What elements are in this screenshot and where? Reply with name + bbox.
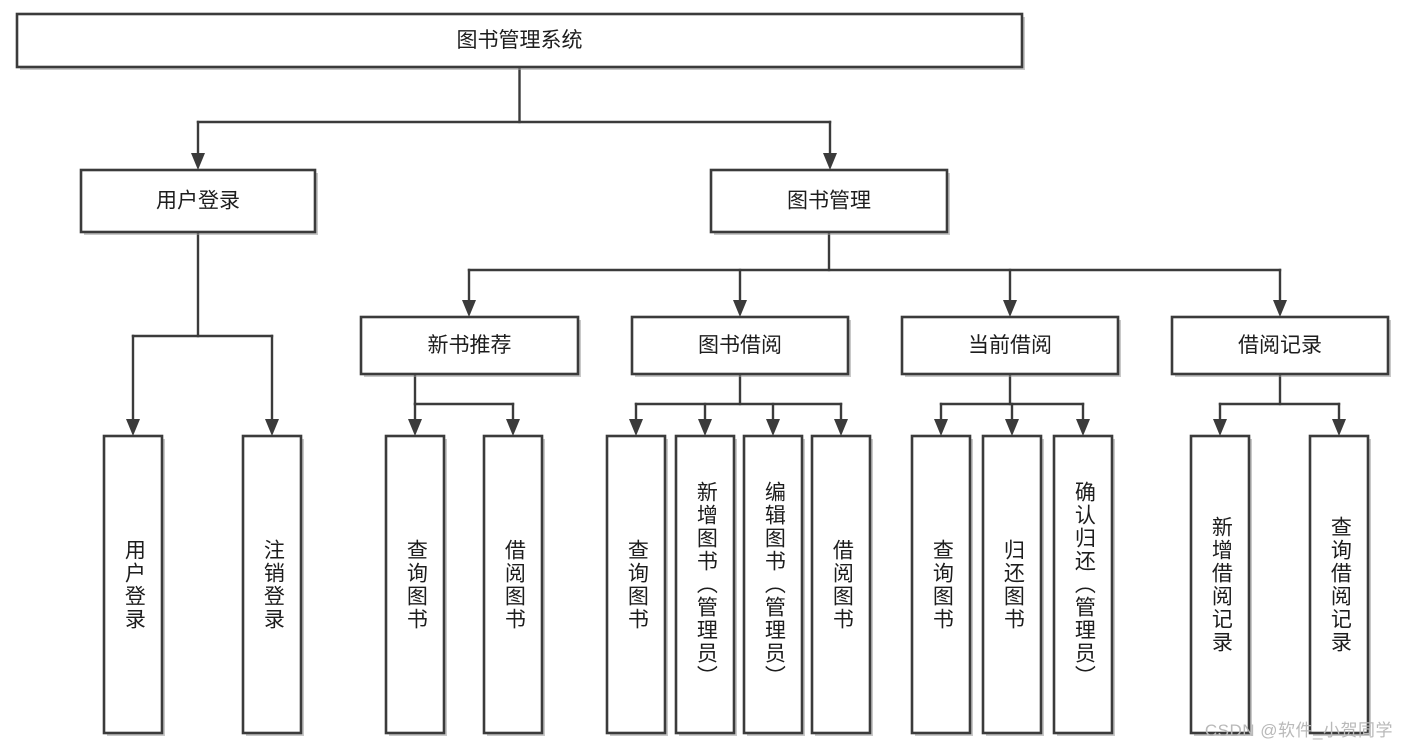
node-box-leaf-7[interactable] xyxy=(810,434,872,735)
node-label-level2-0: 新书推荐 xyxy=(428,334,512,357)
node-box-level2-2[interactable] xyxy=(900,315,1120,376)
arrow-book-child-1 xyxy=(733,300,747,317)
node-box-leaf-4[interactable] xyxy=(605,434,667,735)
node-label-level2-2: 当前借阅 xyxy=(968,334,1052,357)
node-box-leaf-10[interactable] xyxy=(1052,434,1114,735)
connector-layer xyxy=(126,65,1346,436)
arrow-leaf-2-1 xyxy=(1005,419,1019,436)
node-label-level2-3: 借阅记录 xyxy=(1238,334,1322,357)
arrow-leaf-1-0 xyxy=(629,419,643,436)
watermark: CSDN @软件_小贺同学 xyxy=(1204,721,1393,740)
node-box-leaf-12[interactable] xyxy=(1308,434,1370,735)
arrow-leaf-2-0 xyxy=(934,419,948,436)
arrow-leaf-3-0 xyxy=(1213,419,1227,436)
arrow-leaf-1-1 xyxy=(698,419,712,436)
arrow-leaf-1-3 xyxy=(834,419,848,436)
node-box-level2-0[interactable] xyxy=(359,315,580,376)
arrow-leaf-0-0 xyxy=(408,419,422,436)
node-box-leaf-0[interactable] xyxy=(102,434,164,735)
node-label-level2-1: 图书借阅 xyxy=(698,334,782,357)
node-box-level2-1[interactable] xyxy=(630,315,850,376)
node-box-leaf-11[interactable] xyxy=(1189,434,1251,735)
arrow-book-child-2 xyxy=(1003,300,1017,317)
arrow-book-child-3 xyxy=(1273,300,1287,317)
node-box-root[interactable] xyxy=(15,12,1024,69)
arrow-root-child-1 xyxy=(823,153,837,170)
arrow-user-leaf-1 xyxy=(265,419,279,436)
arrow-leaf-1-2 xyxy=(766,419,780,436)
node-box-leaf-5[interactable] xyxy=(674,434,736,735)
node-box-level1-1[interactable] xyxy=(709,168,949,234)
arrow-leaf-0-1 xyxy=(506,419,520,436)
node-label-level1-0: 用户登录 xyxy=(156,190,240,213)
node-box-leaf-1[interactable] xyxy=(241,434,303,735)
node-box-leaf-6[interactable] xyxy=(742,434,804,735)
node-label-root: 图书管理系统 xyxy=(457,29,583,52)
node-box-level1-0[interactable] xyxy=(79,168,317,234)
arrow-root-child-0 xyxy=(191,153,205,170)
arrow-leaf-3-1 xyxy=(1332,419,1346,436)
node-box-leaf-9[interactable] xyxy=(981,434,1043,735)
arrow-book-child-0 xyxy=(462,300,476,317)
node-box-layer xyxy=(15,12,1391,736)
arrow-leaf-2-2 xyxy=(1076,419,1090,436)
node-label-level1-1: 图书管理 xyxy=(787,190,871,213)
node-box-leaf-2[interactable] xyxy=(384,434,446,735)
node-box-leaf-8[interactable] xyxy=(910,434,972,735)
arrow-user-leaf-0 xyxy=(126,419,140,436)
node-box-leaf-3[interactable] xyxy=(482,434,544,735)
node-box-level2-3[interactable] xyxy=(1170,315,1390,376)
